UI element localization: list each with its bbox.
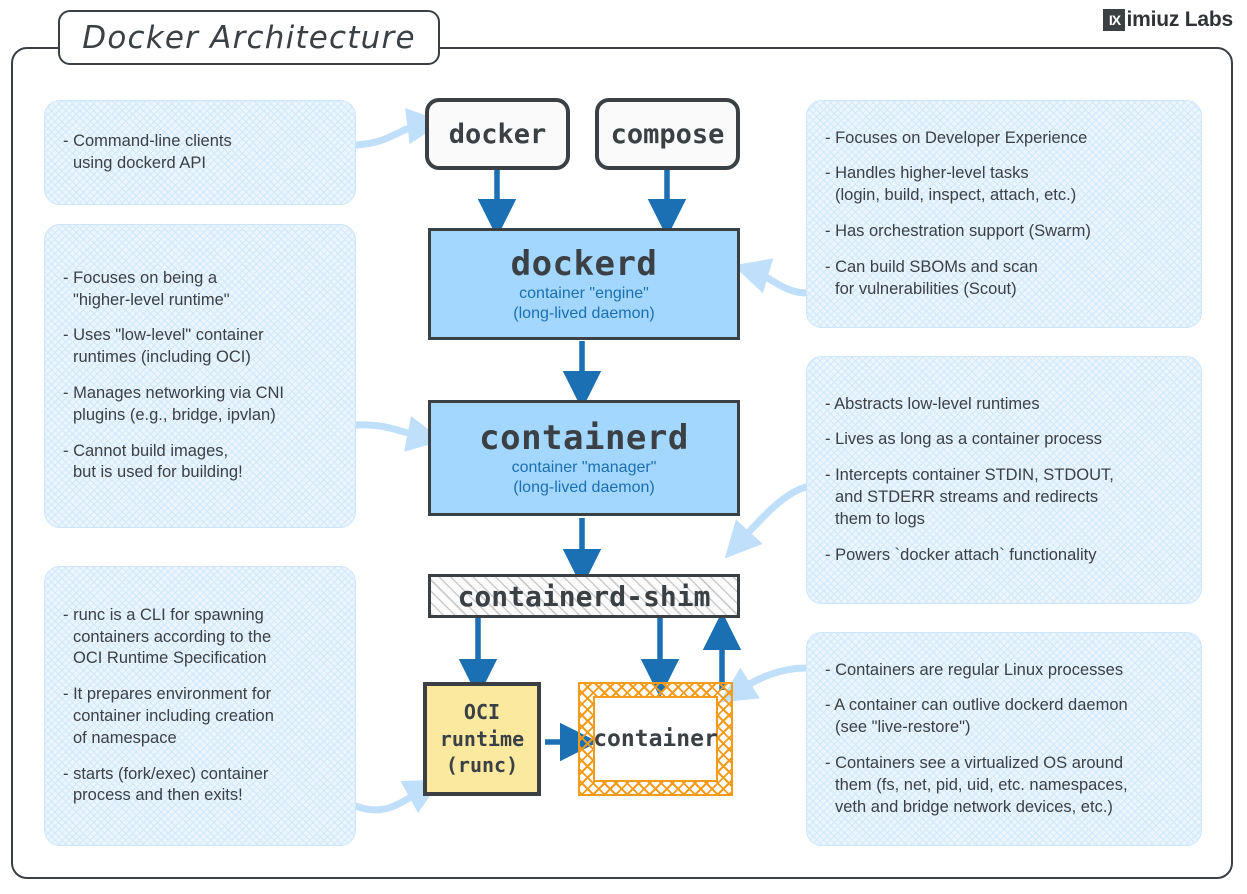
node-shim-label: containerd-shim — [457, 579, 711, 613]
callout-line: - Cannot build images, but is used for b… — [63, 441, 243, 482]
node-dockerd-sub1: container "engine" — [519, 285, 649, 302]
brand-name: imiuz Labs — [1126, 8, 1233, 31]
node-oci-runtime[interactable]: OCI runtime (runc) — [423, 682, 541, 796]
node-containerd-shim[interactable]: containerd-shim — [428, 574, 740, 618]
node-container[interactable]: container — [593, 696, 718, 782]
imiuz-mark-icon: IX — [1103, 9, 1126, 31]
node-docker[interactable]: docker — [425, 98, 570, 170]
callout-line: - Powers `docker attach` functionality — [825, 545, 1097, 564]
callout-line: - It prepares environment for container … — [63, 685, 274, 747]
callout-line: - A container can outlive dockerd daemon… — [825, 696, 1128, 737]
node-dockerd[interactable]: dockerd container "engine" (long-lived d… — [428, 228, 740, 340]
node-dockerd-sub2: (long-lived daemon) — [513, 305, 655, 322]
node-containerd-label: containerd — [479, 418, 689, 458]
callout-line: - Abstracts low-level runtimes — [825, 394, 1040, 413]
callout-containerd-details: - Focuses on being a "higher-level runti… — [44, 224, 356, 528]
callout-command-line-clients: - Command-line clients using dockerd API — [44, 100, 356, 205]
node-compose[interactable]: compose — [595, 98, 740, 170]
callout-line: - Manages networking via CNI plugins (e.… — [63, 384, 285, 424]
page-title: Docker Architecture — [82, 19, 416, 56]
callout-line: - Command-line clients using dockerd API — [63, 131, 232, 172]
callout-line: - Can build SBOMs and scan for vulnerabi… — [825, 257, 1038, 298]
node-dockerd-label: dockerd — [510, 244, 658, 284]
callout-line: - runc is a CLI for spawning containers … — [63, 605, 272, 668]
node-compose-label: compose — [610, 118, 725, 150]
callout-line: - Handles higher-level tasks (login, bui… — [825, 164, 1077, 205]
node-containerd-sub2: (long-lived daemon) — [513, 479, 655, 496]
callout-line: - Uses "low-level" container runtimes (i… — [63, 326, 264, 367]
callout-runc-details: - runc is a CLI for spawning containers … — [44, 566, 356, 846]
diagram-title-tab: Docker Architecture — [58, 10, 440, 65]
callout-line: - Lives as long as a container process — [825, 430, 1102, 449]
callout-line: - Containers see a virtualized OS around… — [825, 754, 1128, 816]
node-containerd[interactable]: containerd container "manager" (long-liv… — [428, 400, 740, 516]
callout-shim-details: - Abstracts low-level runtimes - Lives a… — [806, 356, 1202, 604]
callout-line: - Has orchestration support (Swarm) — [825, 222, 1091, 240]
brand-logo: IX imiuz Labs — [1103, 8, 1233, 32]
node-containerd-sub1: container "manager" — [511, 459, 657, 476]
callout-line: - Focuses on being a "higher-level runti… — [63, 268, 230, 309]
node-docker-label: docker — [448, 118, 547, 150]
callout-dockerd-details: - Focuses on Developer Experience - Hand… — [806, 100, 1202, 328]
node-runtime-label: OCI runtime (runc) — [439, 700, 525, 778]
callout-line: - Focuses on Developer Experience — [825, 128, 1088, 147]
callout-line: - Containers are regular Linux processes — [825, 660, 1124, 679]
callout-line: - starts (fork/exec) container process a… — [63, 764, 269, 805]
callout-line: - Intercepts container STDIN, STDOUT, an… — [825, 466, 1114, 528]
node-container-label: container — [593, 726, 718, 752]
callout-container-details: - Containers are regular Linux processes… — [806, 632, 1202, 846]
